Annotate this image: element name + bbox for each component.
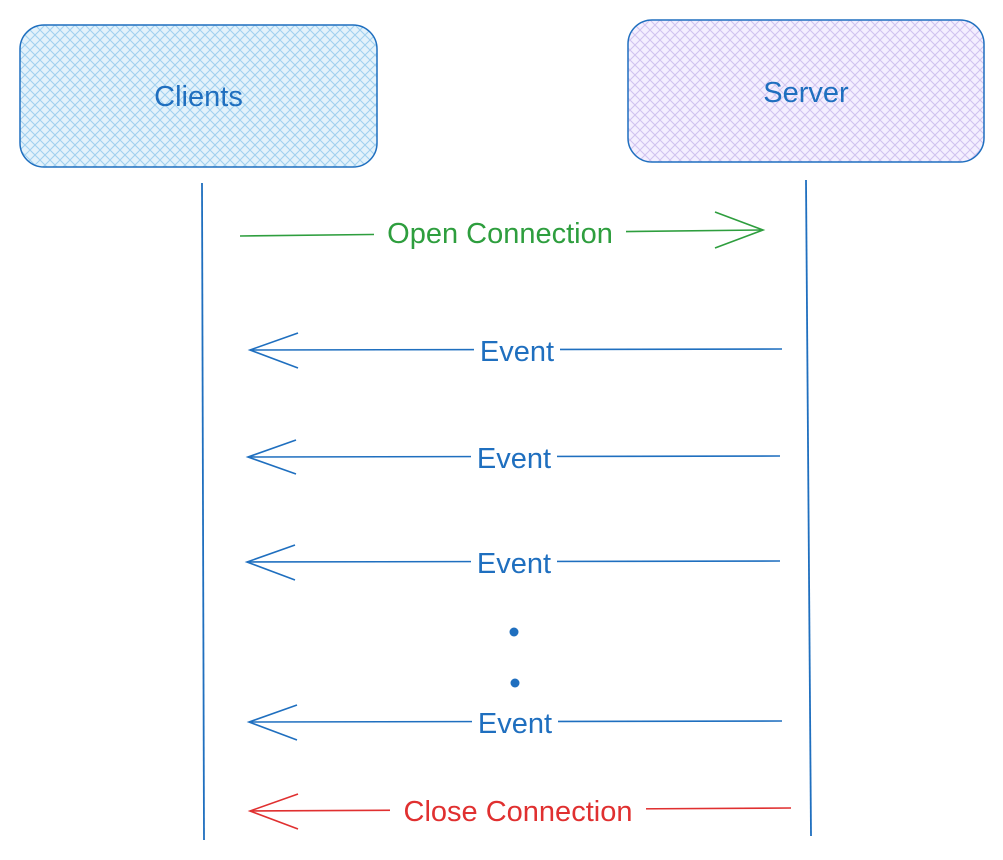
label-background xyxy=(474,332,560,370)
message-label: Open Connection xyxy=(387,218,613,250)
message-open-connection: Open Connection xyxy=(239,211,766,252)
ellipsis-dot xyxy=(509,627,519,637)
server-lifeline xyxy=(805,179,812,837)
server-box xyxy=(627,19,985,163)
label-background xyxy=(471,544,557,582)
arrowhead-left-icon xyxy=(245,439,297,475)
server-participant: Server xyxy=(627,19,985,163)
message-close-connection: Close Connection xyxy=(247,792,792,830)
arrowhead-left-icon xyxy=(247,332,299,369)
message-event: Event xyxy=(244,544,781,582)
label-background xyxy=(471,439,557,477)
label-background xyxy=(472,704,558,742)
server-label: Server xyxy=(763,77,849,109)
message-label: Event xyxy=(477,548,551,580)
arrowhead-left-icon xyxy=(244,544,296,581)
client-participant: Clients xyxy=(19,24,378,168)
message-label: Close Connection xyxy=(404,796,633,828)
client-box xyxy=(19,24,378,168)
message-event: Event xyxy=(246,704,783,742)
arrowhead-right-icon xyxy=(714,211,766,249)
message-label: Event xyxy=(480,336,554,368)
label-background xyxy=(390,792,646,830)
message-event: Event xyxy=(247,332,783,370)
message-event: Event xyxy=(245,439,781,477)
client-lifeline xyxy=(201,182,205,841)
arrowhead-left-icon xyxy=(247,793,299,830)
label-background xyxy=(374,214,626,252)
message-label: Event xyxy=(477,443,551,475)
arrowhead-left-icon xyxy=(246,704,298,741)
client-label: Clients xyxy=(154,81,243,113)
ellipsis-dot xyxy=(510,678,520,688)
message-label: Event xyxy=(478,708,552,740)
